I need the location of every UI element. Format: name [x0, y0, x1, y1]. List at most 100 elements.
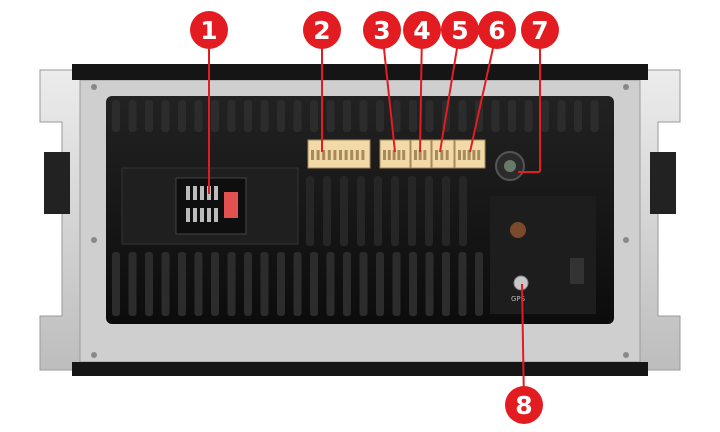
connector-pin	[344, 150, 348, 160]
connector-pin	[467, 150, 471, 160]
harness-pin	[186, 186, 190, 200]
rib-middle	[442, 176, 450, 246]
connector-pin	[418, 150, 422, 160]
connector-pin	[387, 150, 391, 160]
connector-pin	[472, 150, 476, 160]
connector-pin	[397, 150, 401, 160]
connector-pin	[327, 150, 331, 160]
callouts: 1 2 3 4 5 6 7	[190, 11, 559, 424]
callout-7: 7	[518, 11, 559, 173]
rib-lower	[194, 252, 203, 316]
rib-lower	[458, 252, 467, 316]
rib-upper	[112, 100, 120, 132]
connector-pin	[462, 150, 466, 160]
rib-middle	[408, 176, 416, 246]
rib-upper	[161, 100, 170, 132]
rib-lower	[475, 252, 483, 316]
rib-upper	[277, 100, 285, 132]
screw-bl	[91, 352, 97, 358]
connector-pin	[458, 150, 461, 160]
rib-middle	[374, 176, 382, 246]
connector-pins	[311, 150, 481, 160]
rib-upper	[326, 100, 335, 132]
gps-connector	[513, 275, 529, 291]
antenna-panel-body	[490, 196, 596, 314]
rib-lower	[343, 252, 351, 316]
screw-br	[623, 352, 629, 358]
rib-lower	[376, 252, 384, 316]
rib-upper	[425, 100, 434, 132]
connector-row	[307, 139, 486, 169]
connector-pin	[445, 150, 449, 160]
rib-middle	[340, 176, 348, 246]
rib-lower	[392, 252, 401, 316]
antenna-jack	[510, 222, 526, 238]
screw-tl	[91, 84, 97, 90]
harness-pin	[200, 186, 204, 200]
rib-upper	[458, 100, 467, 132]
callout-8: 8	[505, 283, 543, 424]
connector-pin	[440, 150, 444, 160]
rib-lower	[310, 252, 318, 316]
rib-lower	[227, 252, 236, 316]
rib-lower	[277, 252, 285, 316]
rib-lower	[128, 252, 137, 316]
rib-lower	[409, 252, 417, 316]
harness-pin	[200, 208, 204, 222]
connector-pin	[423, 150, 427, 160]
rib-lower	[112, 252, 120, 316]
left-clip	[44, 152, 70, 214]
rib-middle	[425, 176, 433, 246]
harness-pin	[193, 186, 197, 200]
rib-upper	[194, 100, 203, 132]
rib-lower	[161, 252, 170, 316]
rib-upper	[376, 100, 384, 132]
connector-pin	[350, 150, 354, 160]
harness-pin	[207, 208, 211, 222]
harness-pin	[193, 208, 197, 222]
callout-1: 1	[190, 11, 228, 194]
screw-mr	[623, 237, 629, 243]
rib-lower	[211, 252, 219, 316]
connector-pin	[333, 150, 337, 160]
rib-middle	[391, 176, 399, 246]
screw-ml	[91, 237, 97, 243]
rib-middle	[459, 176, 467, 246]
harness-pin	[214, 186, 218, 200]
rib-upper	[343, 100, 351, 132]
rib-upper	[574, 100, 582, 132]
rib-lower	[293, 252, 302, 316]
rib-lower	[260, 252, 269, 316]
harness-pin	[214, 208, 218, 222]
rib-lower	[178, 252, 186, 316]
rib-upper	[508, 100, 516, 132]
rib-middle	[323, 176, 331, 246]
rib-middle	[306, 176, 314, 246]
callout-3: 3	[363, 11, 401, 153]
connector-pin	[339, 150, 342, 160]
rib-upper	[409, 100, 417, 132]
rib-upper	[590, 100, 599, 132]
rib-lower	[244, 252, 252, 316]
connector-pin	[355, 150, 359, 160]
rib-upper	[128, 100, 137, 132]
callout-4-number: 4	[413, 16, 430, 45]
rib-lower	[359, 252, 368, 316]
callout-5: 5	[439, 11, 479, 153]
rib-upper	[491, 100, 500, 132]
right-clip	[650, 152, 676, 214]
harness-fuse	[224, 192, 238, 218]
iso-harness-socket	[121, 167, 299, 245]
cooling-ribs	[112, 100, 599, 316]
rib-upper	[557, 100, 566, 132]
bottom-rail	[72, 362, 648, 376]
connector-pin	[477, 150, 481, 160]
screw-tr	[623, 84, 629, 90]
rib-upper	[310, 100, 318, 132]
connector-pin	[361, 150, 365, 160]
round-port	[495, 151, 525, 181]
callout-3-number: 3	[373, 16, 390, 45]
port-7-core	[504, 160, 516, 172]
rib-upper	[145, 100, 153, 132]
